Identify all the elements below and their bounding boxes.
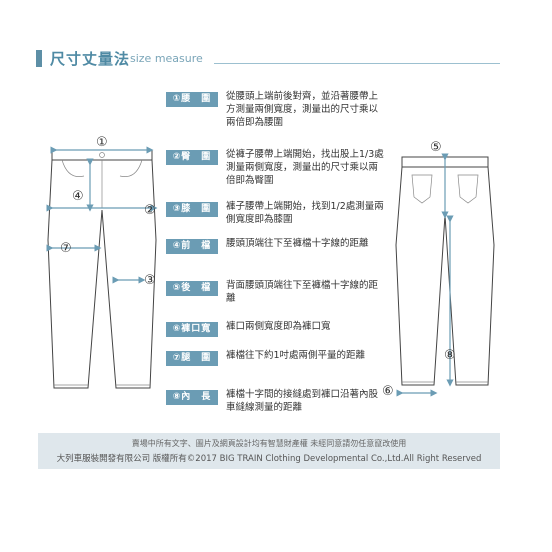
header-accent-bar bbox=[36, 50, 42, 67]
label-5: ⑤ bbox=[430, 140, 442, 155]
section-header: 尺寸丈量法 size measure bbox=[36, 48, 500, 70]
label-1: ① bbox=[96, 135, 108, 150]
badge-thigh: ⑦腿 圍 bbox=[166, 351, 218, 366]
label-3: ③ bbox=[144, 273, 156, 288]
label-4: ④ bbox=[72, 189, 84, 204]
label-8: ⑧ bbox=[444, 348, 456, 363]
desc-back-rise: 背面腰頭頂端往下至褲檔十字線的距離 bbox=[226, 280, 379, 304]
desc-knee: 褲子腰帶上端開始，找到1/2處測量兩側寬度即為膝圍 bbox=[226, 201, 384, 225]
badge-leg-opening: ⑥褲口寬 bbox=[166, 322, 218, 337]
label-2: ② bbox=[144, 203, 156, 218]
badge-back-rise: ⑤後 檔 bbox=[166, 281, 218, 296]
desc-front-rise: 腰頭頂端往下至褲檔十字線的距離 bbox=[226, 238, 369, 249]
badge-knee: ③膝 圍 bbox=[166, 202, 218, 217]
badge-inseam: ⑧內 長 bbox=[166, 390, 218, 405]
footer-copyright: 大列車服裝開發有限公司 版權所有©2017 BIG TRAIN Clothing… bbox=[56, 454, 482, 464]
label-7: ⑦ bbox=[60, 241, 72, 256]
label-6: ⑥ bbox=[382, 384, 394, 399]
back-pants-diagram: ⑤ ⑧ ⑥ bbox=[382, 140, 495, 399]
badge-hip: ②臀 圍 bbox=[166, 150, 218, 165]
front-pants-diagram: ① ② ③ ④ ⑦ bbox=[46, 135, 158, 389]
desc-inseam: 褲檔十字間的接縫處到褲口沿著內股車縫線測量的距離 bbox=[226, 389, 379, 413]
desc-hip: 從褲子腰帶上端開始，找出股上1/3處測量兩側寬度，測量出的尺寸乘以兩倍即為臀圍 bbox=[226, 149, 384, 186]
desc-leg-opening: 褲口兩側寬度即為褲口寬 bbox=[226, 321, 331, 332]
copyright-footer: 賣場中所有文字、圖片及網頁設計均有智慧財產權 未經同意請勿任意竄改使用 大列車服… bbox=[38, 433, 500, 469]
badge-front-rise: ④前 檔 bbox=[166, 239, 218, 254]
header-divider bbox=[214, 63, 500, 64]
desc-waist: 從腰頭上端前後對齊，並沿著腰帶上方測量兩側寬度，測量出的尺寸乘以兩倍即為腰圍 bbox=[226, 91, 379, 128]
header-title: 尺寸丈量法 bbox=[50, 50, 131, 68]
header-subtitle: size measure bbox=[130, 52, 203, 65]
badge-waist: ①腰 圍 bbox=[166, 92, 218, 107]
footer-notice: 賣場中所有文字、圖片及網頁設計均有智慧財產權 未經同意請勿任意竄改使用 bbox=[131, 439, 407, 448]
desc-thigh: 褲檔往下約1吋處兩側平量的距離 bbox=[226, 350, 366, 361]
